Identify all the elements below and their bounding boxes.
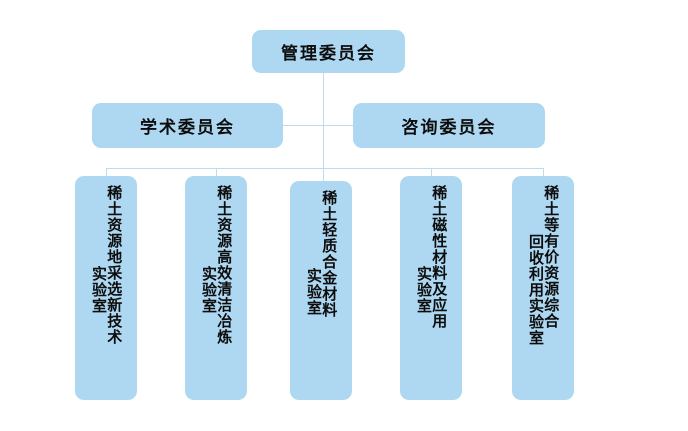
connector-drop-lab-4: [431, 168, 432, 177]
node-laboratory-2[interactable]: 稀土资源高效清洁冶炼 实验室: [185, 176, 247, 400]
node-laboratory-2-secondary-label: 实验室: [200, 265, 218, 314]
connector-drop-lab-2: [216, 168, 217, 177]
node-laboratory-5[interactable]: 稀土等有价资源综合 回收利用实验室: [512, 176, 574, 400]
connector-drop-lab-1: [106, 168, 107, 177]
connector-root-vertical: [323, 73, 324, 168]
connector-lab-bus: [106, 168, 543, 169]
node-laboratory-1-primary-label: 稀土资源地采选新技术: [105, 185, 124, 345]
connector-drop-lab-3: [323, 168, 324, 182]
node-laboratory-2-primary-label: 稀土资源高效清洁冶炼: [215, 185, 234, 345]
node-advisory-committee[interactable]: 咨询委员会: [353, 103, 545, 148]
node-advisory-committee-label: 咨询委员会: [401, 118, 497, 138]
node-laboratory-3[interactable]: 稀土轻质合金材料 实验室: [290, 181, 352, 400]
node-management-committee[interactable]: 管理委员会: [252, 30, 405, 73]
node-laboratory-1-secondary-label: 实验室: [90, 265, 108, 314]
node-academic-committee-label: 学术委员会: [140, 118, 235, 138]
node-management-committee-label: 管理委员会: [281, 44, 376, 64]
node-laboratory-5-secondary-label: 回收利用实验室: [527, 233, 545, 346]
node-laboratory-3-secondary-label: 实验室: [305, 268, 323, 316]
node-laboratory-4-secondary-label: 实验室: [415, 265, 433, 314]
node-laboratory-1[interactable]: 稀土资源地采选新技术 实验室: [75, 176, 137, 400]
connector-committee-horizontal: [283, 125, 353, 126]
node-laboratory-5-primary-label: 稀土等有价资源综合: [542, 185, 561, 329]
node-laboratory-3-primary-label: 稀土轻质合金材料: [320, 190, 339, 318]
node-academic-committee[interactable]: 学术委员会: [92, 103, 283, 148]
connector-drop-lab-5: [543, 168, 544, 177]
node-laboratory-4-primary-label: 稀土磁性材料及应用: [430, 185, 449, 329]
node-laboratory-4[interactable]: 稀土磁性材料及应用 实验室: [400, 176, 462, 400]
